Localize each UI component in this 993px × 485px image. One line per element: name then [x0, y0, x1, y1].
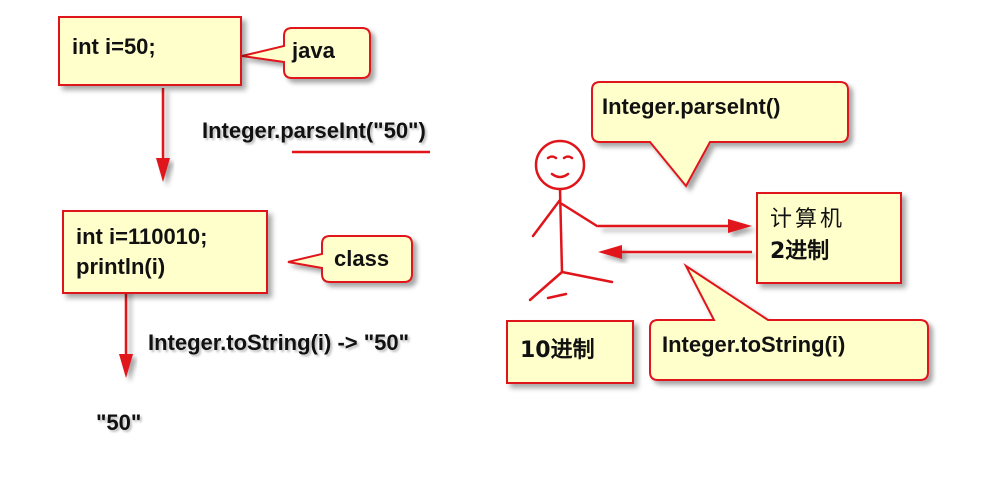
callout-class-text: class [334, 246, 390, 271]
figure-arm-left [531, 198, 562, 238]
figure-body [558, 187, 564, 274]
figure-eyes [546, 155, 574, 160]
code-line-2: println(i) [76, 254, 166, 279]
computer-box: 计算机 2进制 [756, 192, 902, 284]
callout-parseint-shape [591, 81, 849, 188]
code-box-top: int i=50; [58, 16, 242, 86]
decimal-label: 10进制 [520, 338, 595, 363]
figure-head [534, 139, 586, 191]
arrow-from-computer [598, 245, 752, 259]
figure-leg-back [528, 270, 564, 302]
callout-java-text: java [292, 38, 335, 63]
label-tostring-call: Integer.toString(i) -> "50" [148, 330, 410, 355]
figure-foot [546, 292, 568, 300]
callout-parseint-text: Integer.parseInt() [602, 94, 781, 119]
computer-label: 计算机 [770, 207, 846, 232]
arrow-down-top [156, 88, 170, 182]
figure-arm-right [560, 202, 599, 228]
callout-java-shape [241, 27, 371, 79]
callout-tostring-shape [649, 263, 929, 381]
figure-mouth [550, 172, 570, 179]
stick-figure [528, 139, 614, 302]
code-line: int i=50; [72, 34, 156, 59]
code-line-1: int i=110010; [76, 224, 208, 249]
code-box-mid: int i=110010; println(i) [62, 210, 268, 294]
binary-label: 2进制 [770, 239, 830, 264]
arrow-to-computer [598, 219, 752, 233]
callout-tostring-text: Integer.toString(i) [662, 332, 846, 357]
callout-class-shape [287, 235, 413, 283]
arrow-down-bottom [119, 286, 133, 378]
figure-leg-front [560, 270, 614, 284]
decimal-box: 10进制 [506, 320, 634, 384]
label-result: "50" [96, 410, 142, 435]
label-parseint-call: Integer.parseInt("50") [202, 118, 426, 143]
